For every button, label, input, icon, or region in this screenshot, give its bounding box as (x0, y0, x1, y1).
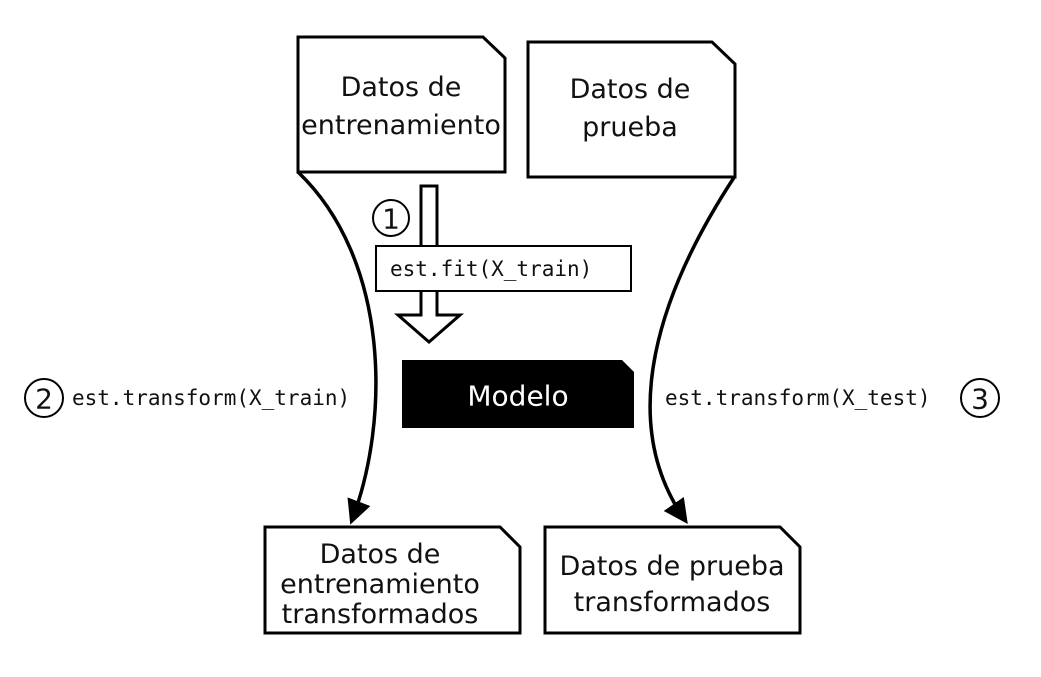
document-test-transformed-line-2: transformados (574, 587, 771, 618)
transform-test-code: est.transform(X_test) (665, 386, 931, 410)
document-train-line-1: Datos de (341, 72, 462, 103)
flow-line-test-left (648, 175, 737, 525)
document-train-line-2: entrenamiento (301, 110, 501, 141)
fit-code-label: est.fit(X_train) (390, 257, 592, 281)
step-1-number: 1 (382, 203, 400, 236)
document-train-transformed-line-1: Datos de (320, 539, 441, 570)
document-test-transformed: Datos de prueba transformados (543, 525, 802, 635)
step-3-number: 3 (971, 383, 989, 416)
model-box: Modelo (402, 360, 634, 428)
document-train-transformed-line-2: entrenamiento (280, 569, 480, 600)
document-test: Datos de prueba (526, 40, 737, 179)
transform-train-code: est.transform(X_train) (72, 386, 350, 410)
document-train: Datos de entrenamiento (296, 35, 507, 174)
document-test-line-1: Datos de (570, 74, 691, 105)
document-train-transformed: Datos de entrenamiento transformados (263, 525, 522, 635)
step-2-badge: 2 (24, 378, 64, 418)
fit-code-box: est.fit(X_train) (375, 245, 632, 292)
step-1-badge: 1 (372, 199, 410, 237)
document-train-transformed-line-3: transformados (282, 599, 479, 630)
model-label: Modelo (467, 380, 568, 413)
step-2-number: 2 (35, 383, 53, 416)
document-test-transformed-line-1: Datos de prueba (559, 551, 784, 582)
step-3-badge: 3 (960, 378, 1000, 418)
flow-line-train-left (296, 170, 378, 525)
document-test-line-2: prueba (582, 112, 678, 143)
